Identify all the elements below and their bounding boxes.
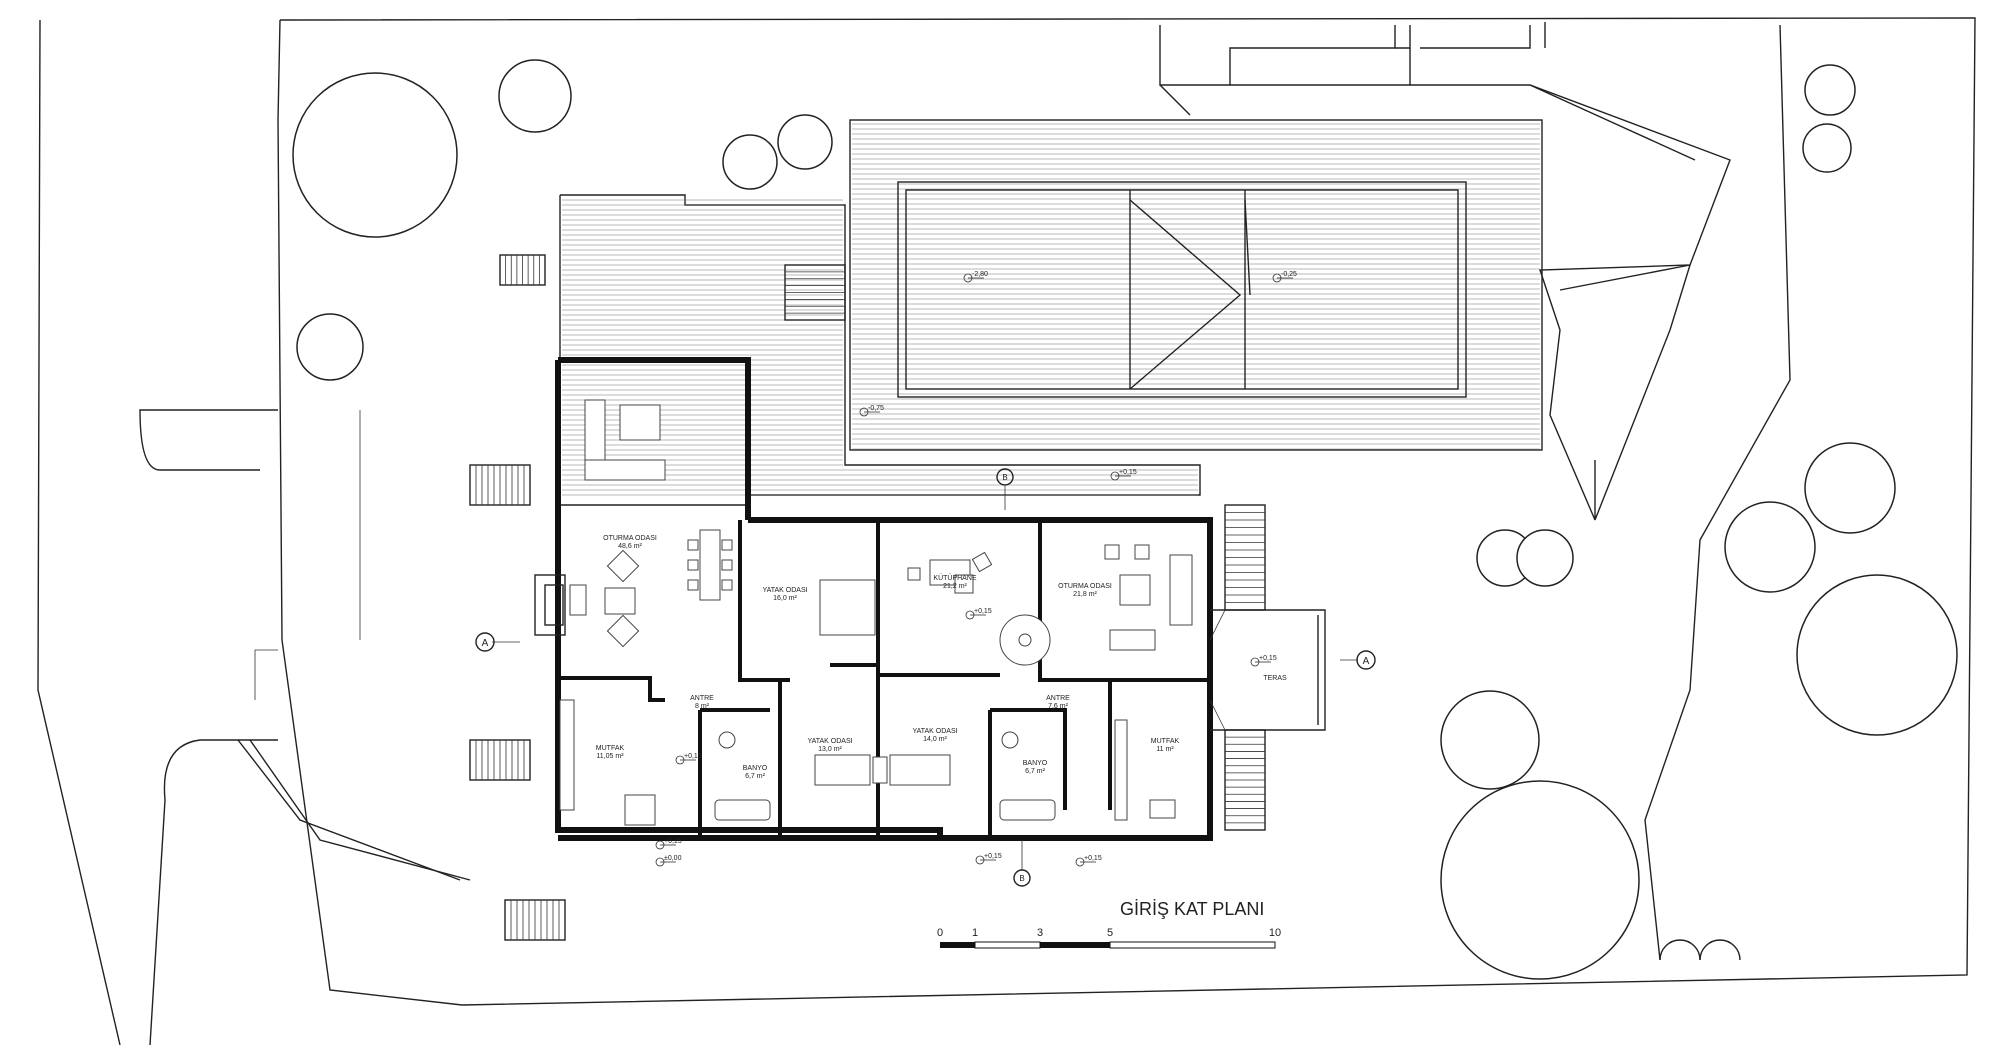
terrace-deck xyxy=(559,194,1201,506)
trees xyxy=(292,59,1958,980)
room-name: TERAS xyxy=(1263,675,1287,682)
room-name: YATAK ODASI xyxy=(762,587,807,594)
section-mark: A xyxy=(475,632,520,652)
neighbor-buildings xyxy=(1159,22,1791,961)
room-name: YATAK ODASI xyxy=(807,738,852,745)
room-area: 7,6 m² xyxy=(1048,703,1069,710)
room-name: MUTFAK xyxy=(596,745,625,752)
level-value: +0,15 xyxy=(1119,469,1137,476)
room-name: YATAK ODASI xyxy=(912,728,957,735)
room-area: 48,6 m² xyxy=(618,543,642,550)
room-area: 6,7 m² xyxy=(745,773,766,780)
level-value: +0,15 xyxy=(664,838,682,845)
level-marker: +0,15 xyxy=(975,853,1002,865)
scale-tick: 1 xyxy=(972,927,978,939)
room-name: BANYO xyxy=(1023,760,1048,767)
level-markers: -2,80 -0,25 -0,75 +0,15 +0,15 +0,15 +0,1… xyxy=(655,271,1297,867)
level-marker: -0,75 xyxy=(859,405,884,417)
section-mark-letter: A xyxy=(1363,656,1370,667)
gate xyxy=(1659,939,1741,961)
level-value: ±0,00 xyxy=(664,855,682,862)
scale-bar: 0 1 3 5 10 xyxy=(937,927,1281,949)
level-marker: +0,15 xyxy=(1250,655,1277,667)
room-area: 14,0 m² xyxy=(923,736,947,743)
level-value: +0,15 xyxy=(974,608,992,615)
level-value: -0,75 xyxy=(868,405,884,412)
level-marker: ±0,00 xyxy=(655,855,682,867)
plan-title: GİRİŞ KAT PLANI xyxy=(1120,899,1264,919)
furniture xyxy=(559,399,1193,826)
level-marker: +0,15 xyxy=(965,608,992,620)
level-marker: +0,15 xyxy=(655,838,682,850)
room-area: 6,7 m² xyxy=(1025,768,1046,775)
room-name: KÜTÜPHANE xyxy=(933,574,977,582)
room-area: 8 m² xyxy=(695,703,710,710)
section-mark-letter: B xyxy=(1002,473,1007,482)
section-mark-letter: B xyxy=(1019,874,1024,883)
teras-area xyxy=(1209,609,1326,731)
section-marks: A A B B xyxy=(475,468,1376,887)
section-mark-letter: A xyxy=(482,638,489,649)
level-value: +0,15 xyxy=(1259,655,1277,662)
room-name: OTURMA ODASI xyxy=(1058,583,1112,590)
room-name: MUTFAK xyxy=(1151,738,1180,745)
level-marker: -2,80 xyxy=(963,271,988,283)
level-marker: +0,15 xyxy=(1075,855,1102,867)
scale-tick: 3 xyxy=(1037,927,1043,939)
section-mark: B xyxy=(1013,840,1031,887)
room-name: OTURMA ODASI xyxy=(603,535,657,542)
level-value: -0,25 xyxy=(1281,271,1297,278)
pool-deck xyxy=(849,119,1543,451)
plan-title-block: GİRİŞ KAT PLANI 0 1 3 5 10 xyxy=(937,899,1281,949)
room-labels: OTURMA ODASI 48,6 m² YATAK ODASI 16,0 m²… xyxy=(596,535,1287,780)
room-area: 11 m² xyxy=(1156,746,1174,753)
room-name: ANTRE xyxy=(690,695,714,702)
site-boundary xyxy=(37,17,1976,1046)
section-mark: A xyxy=(1340,650,1376,670)
section-mark: B xyxy=(996,468,1014,510)
room-area: 21,2 m² xyxy=(943,583,967,590)
room-area: 16,0 m² xyxy=(773,595,797,602)
house xyxy=(534,357,1213,841)
level-value: +0,15 xyxy=(984,853,1002,860)
room-name: BANYO xyxy=(743,765,768,772)
level-marker: +0,15 xyxy=(1110,469,1137,481)
scale-tick: 10 xyxy=(1269,927,1281,939)
room-area: 21,8 m² xyxy=(1073,591,1097,598)
scale-tick: 5 xyxy=(1107,927,1113,939)
room-area: 13,0 m² xyxy=(818,746,842,753)
level-marker: +0,15 xyxy=(675,753,702,765)
stairs xyxy=(469,254,1266,941)
scale-tick: 0 xyxy=(937,927,943,939)
room-name: ANTRE xyxy=(1046,695,1070,702)
room-area: 11,05 m² xyxy=(596,753,624,760)
level-value: +0,15 xyxy=(684,753,702,760)
level-value: +0,15 xyxy=(1084,855,1102,862)
level-marker: -0,25 xyxy=(1272,271,1297,283)
level-value: -2,80 xyxy=(972,271,988,278)
